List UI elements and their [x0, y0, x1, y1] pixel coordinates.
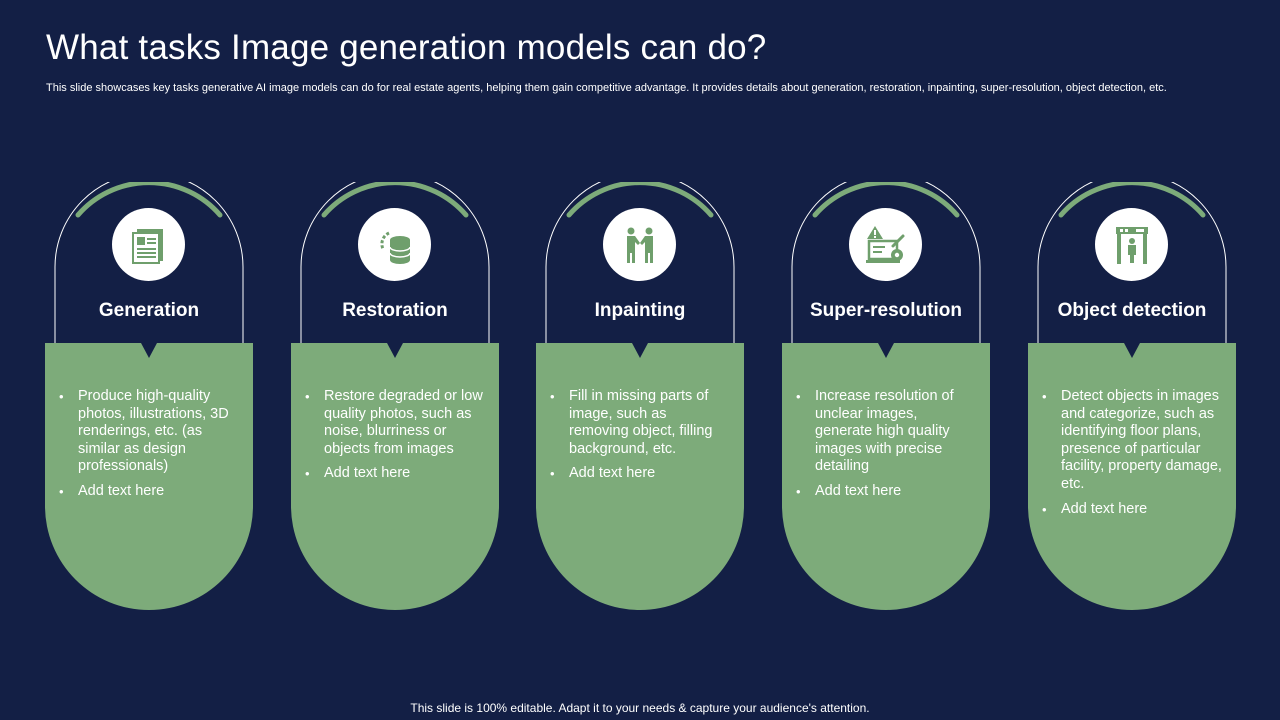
newspaper-icon — [131, 228, 163, 264]
card-title: Generation — [98, 300, 200, 321]
list-item: Produce high-quality photos, illustratio… — [59, 388, 239, 476]
slide-title: What tasks Image generation models can d… — [46, 28, 767, 67]
icon-circle — [849, 208, 922, 281]
handshake-icon — [626, 227, 653, 263]
list-item: Detect objects in images and categorize,… — [1042, 388, 1222, 494]
list-item: Add text here — [550, 465, 730, 483]
card-object-detection: Object detection Detect objects in image… — [1028, 182, 1236, 610]
card-bullets: Fill in missing parts of image, such as … — [550, 388, 730, 490]
list-item: Fill in missing parts of image, such as … — [550, 388, 730, 458]
card-bullets: Increase resolution of unclear images, g… — [796, 388, 976, 508]
icon-circle — [1095, 208, 1168, 281]
icon-circle — [358, 208, 431, 281]
security-scanner-icon — [1115, 226, 1148, 264]
list-item: Add text here — [796, 483, 976, 501]
card-title: Super-resolution — [809, 300, 962, 321]
card-bullets: Produce high-quality photos, illustratio… — [59, 388, 239, 508]
list-item: Add text here — [1042, 501, 1222, 519]
card-inpainting: Inpainting Fill in missing parts of imag… — [536, 182, 744, 610]
card-title: Object detection — [1057, 300, 1207, 321]
slide-subtitle: This slide showcases key tasks generativ… — [46, 82, 1167, 94]
card-restoration: Restoration Restore degraded or low qual… — [291, 182, 499, 610]
card-super-resolution: Super-resolution Increase resolution of … — [782, 182, 990, 610]
card-bullets: Detect objects in images and categorize,… — [1042, 388, 1222, 525]
list-item: Restore degraded or low quality photos, … — [305, 388, 485, 458]
card-title: Inpainting — [594, 300, 686, 321]
card-title: Restoration — [342, 300, 448, 321]
list-item: Add text here — [305, 465, 485, 483]
icon-circle — [603, 208, 676, 281]
database-restore-icon — [379, 231, 411, 264]
slide-footer: This slide is 100% editable. Adapt it to… — [410, 701, 870, 715]
list-item: Add text here — [59, 483, 239, 501]
icon-circle — [112, 208, 185, 281]
card-generation: Generation Produce high-quality photos, … — [45, 182, 253, 610]
list-item: Increase resolution of unclear images, g… — [796, 388, 976, 476]
monitor-warning-gear-icon — [865, 225, 904, 263]
card-bullets: Restore degraded or low quality photos, … — [305, 388, 485, 490]
